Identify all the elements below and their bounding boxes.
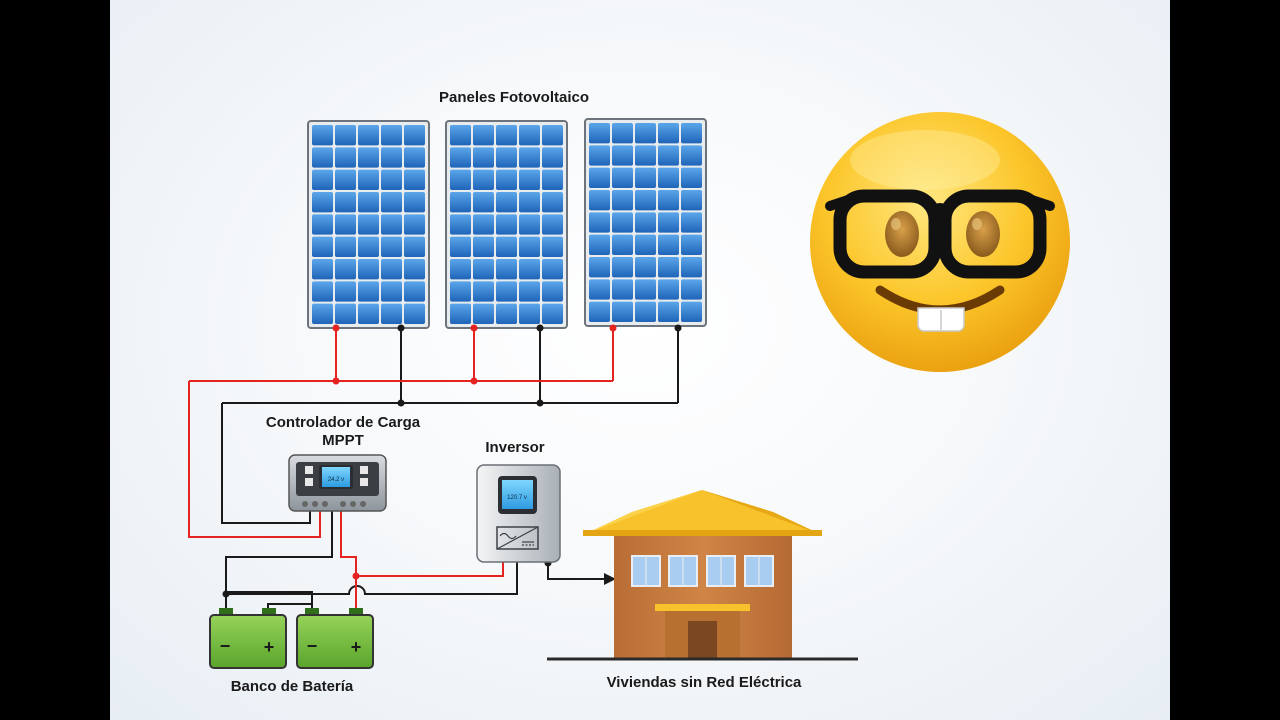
controller-label: Controlador de Carga MPPT [243,414,443,450]
battery-negative-terminal-icon: − [307,636,318,656]
controller-label-line2: MPPT [322,432,364,449]
positive-wires [188,328,614,612]
inverter-display-value: 120.7 v [507,495,527,501]
battery-bank-label: Banco de Batería [230,678,354,695]
house [547,490,858,661]
house-label: Viviendas sin Red Eléctrica [606,674,802,691]
panels-label: Paneles Fotovoltaico [438,89,590,106]
controller-button [305,466,313,474]
battery-bank: − + − + [209,608,374,669]
house-door [688,621,717,658]
nerd-face-icon [810,112,1070,372]
inverter-label: Inversor [485,439,545,456]
controller-screen [322,467,350,487]
controller-button [360,466,368,474]
inverter: 120.7 v [476,464,561,563]
solar-panel [307,120,430,329]
battery-positive-terminal-icon: + [264,637,275,657]
controller-label-line1: Controlador de Carga [265,414,421,431]
battery-1: − + [209,608,287,669]
solar-panels [307,118,707,329]
controller-display-value: 24.2 v [328,477,344,483]
inverter-symbol-icon [496,526,539,550]
battery-negative-terminal-icon: − [220,636,231,656]
battery-positive-terminal-icon: + [351,637,362,657]
output-arrow-icon [604,573,616,585]
solar-panel [445,120,568,329]
controller-button [360,478,368,486]
charge-controller: 24.2 v [288,454,387,512]
solar-panel [584,118,707,327]
negative-wires [221,328,679,612]
controller-button [305,478,313,486]
battery-2: − + [296,608,374,669]
inverter-screen [502,480,533,509]
